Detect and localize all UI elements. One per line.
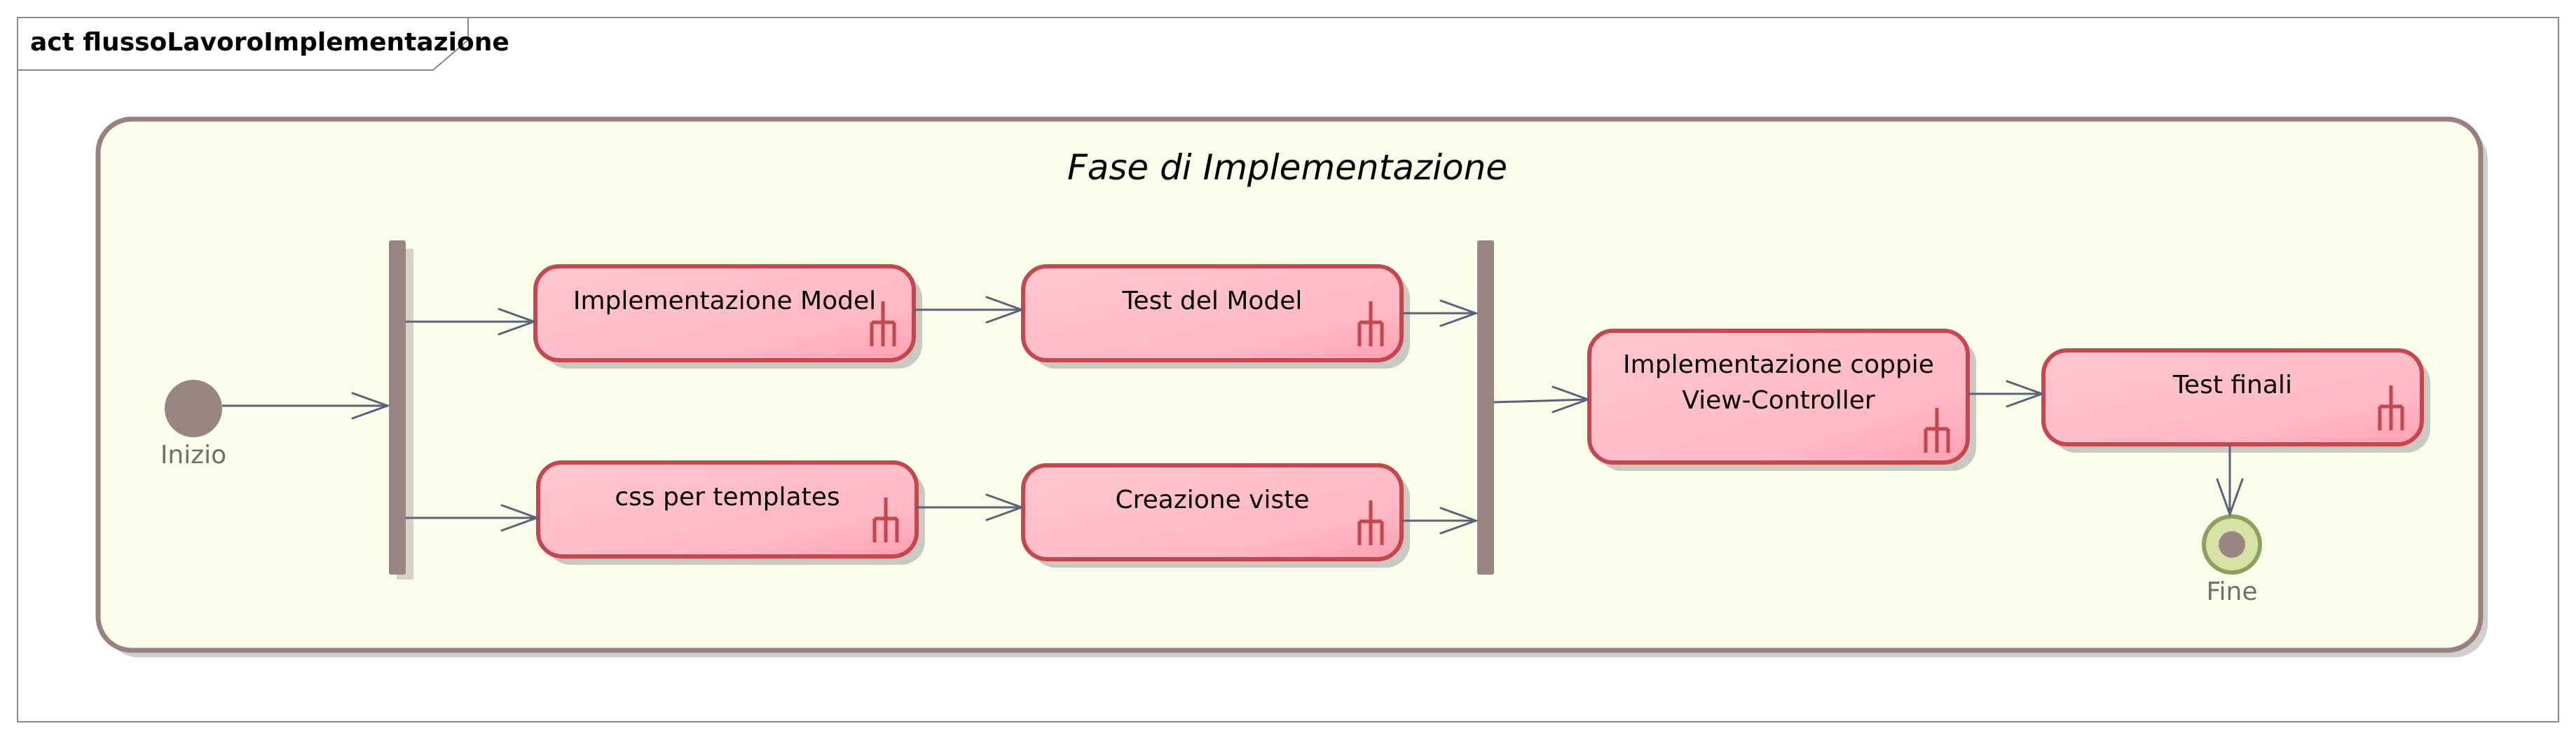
action-label-line1: Implementazione coppie xyxy=(1623,350,1934,379)
control-flow-implementazione-model-to-test-del-model xyxy=(914,296,1025,324)
control-flow-creazione-viste-to-join xyxy=(1402,507,1479,535)
control-flow-fork-to-css-per-templates xyxy=(406,504,540,532)
call-behavior-rake-icon xyxy=(870,301,896,346)
arrowhead-icon xyxy=(500,504,540,532)
action-box xyxy=(536,460,919,559)
arrowhead-icon xyxy=(498,308,537,336)
arrowhead-icon xyxy=(1439,507,1479,535)
action-label: Test finali xyxy=(2172,371,2292,399)
call-behavior-rake-icon xyxy=(872,498,899,542)
frame-title: act flussoLavoroImplementazione xyxy=(30,28,509,57)
action-box xyxy=(1021,463,1404,561)
join-bar xyxy=(1477,240,1494,575)
call-behavior-rake-icon xyxy=(1924,408,1950,453)
final-node-center xyxy=(2219,531,2245,558)
arrowhead-icon xyxy=(351,392,391,420)
action-test-finali: Test finali xyxy=(2041,348,2430,453)
call-behavior-rake-icon xyxy=(1357,301,1384,346)
control-flow-test-del-model-to-join xyxy=(1402,299,1479,327)
action-box xyxy=(2041,348,2424,446)
initial-node-label: Inizio xyxy=(160,441,226,470)
action-box xyxy=(533,264,916,362)
arrowhead-icon xyxy=(985,296,1025,324)
action-label: Test del Model xyxy=(1122,287,1303,315)
action-label: Implementazione Model xyxy=(573,287,876,315)
fork-bar xyxy=(389,240,406,575)
action-implementazione-coppie: Implementazione coppie View-Controller xyxy=(1587,329,1976,471)
control-flow-implementazione-coppie-to-test-finali xyxy=(1968,380,2046,408)
action-label: Creazione viste xyxy=(1115,486,1309,514)
control-flow-fork-to-implementazione-model xyxy=(406,308,537,336)
arrowhead-icon xyxy=(985,493,1025,521)
frame-title-tab xyxy=(17,17,469,71)
control-flow-join-to-implementazione-coppie xyxy=(1493,385,1591,413)
action-label-line2: View-Controller xyxy=(1682,386,1875,415)
call-behavior-rake-icon xyxy=(1357,500,1384,545)
control-flow-initial-to-fork xyxy=(222,392,391,420)
control-flow-css-per-templates-to-creazione-viste xyxy=(917,493,1025,521)
arrowhead-icon xyxy=(2006,380,2046,408)
action-test-del-model: Test del Model xyxy=(1021,264,1410,369)
arrowhead-icon xyxy=(2216,478,2244,518)
region-title: Fase di Implementazione xyxy=(1067,147,1507,188)
arrowhead-icon xyxy=(1551,385,1591,413)
call-behavior-rake-icon xyxy=(2378,385,2404,430)
arrowhead-icon xyxy=(1439,299,1479,327)
action-label: css per templates xyxy=(615,483,840,512)
action-implementazione-model: Implementazione Model xyxy=(533,264,922,369)
final-node-label: Fine xyxy=(2206,577,2257,606)
control-flow-test-finali-to-fine xyxy=(2216,444,2244,518)
action-box xyxy=(1587,329,1970,465)
initial-node xyxy=(165,380,222,437)
action-creazione-viste: Creazione viste xyxy=(1021,463,1410,568)
action-css-per-templates: css per templates xyxy=(536,460,925,565)
